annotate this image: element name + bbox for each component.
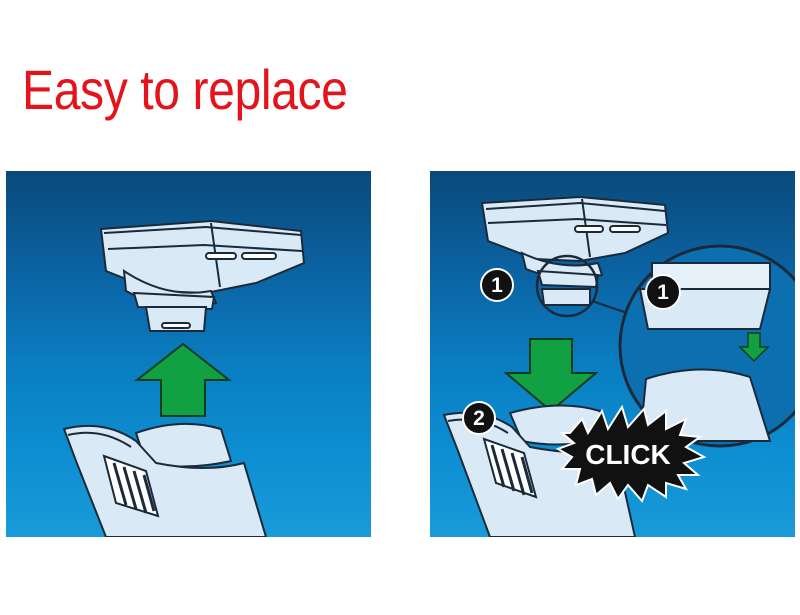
click-burst: CLICK bbox=[555, 404, 707, 503]
right-illustration: 1 1 2 bbox=[442, 195, 795, 537]
left-instruction-panel bbox=[6, 171, 371, 537]
shaver-head bbox=[480, 195, 670, 289]
shaver-head bbox=[99, 219, 306, 332]
left-illustration bbox=[62, 219, 306, 537]
detail-step-1-badge: 1 bbox=[645, 274, 681, 310]
shaver-body bbox=[442, 404, 637, 537]
step-2-badge: 2 bbox=[462, 401, 496, 435]
arrow-down-icon bbox=[503, 338, 599, 413]
shaver-body bbox=[62, 422, 268, 537]
zoom-circle bbox=[535, 254, 599, 318]
right-instruction-panel: 1 1 2 bbox=[430, 171, 795, 537]
svg-text:2: 2 bbox=[473, 407, 485, 430]
svg-text:1: 1 bbox=[491, 274, 503, 297]
svg-text:1: 1 bbox=[657, 281, 669, 304]
arrow-up-icon bbox=[134, 342, 232, 417]
arrow-down-small-icon bbox=[738, 332, 770, 363]
step-1-badge: 1 bbox=[480, 268, 514, 302]
svg-text:CLICK: CLICK bbox=[585, 439, 671, 470]
head-connector bbox=[540, 288, 591, 306]
page-title: Easy to replace bbox=[22, 58, 348, 121]
